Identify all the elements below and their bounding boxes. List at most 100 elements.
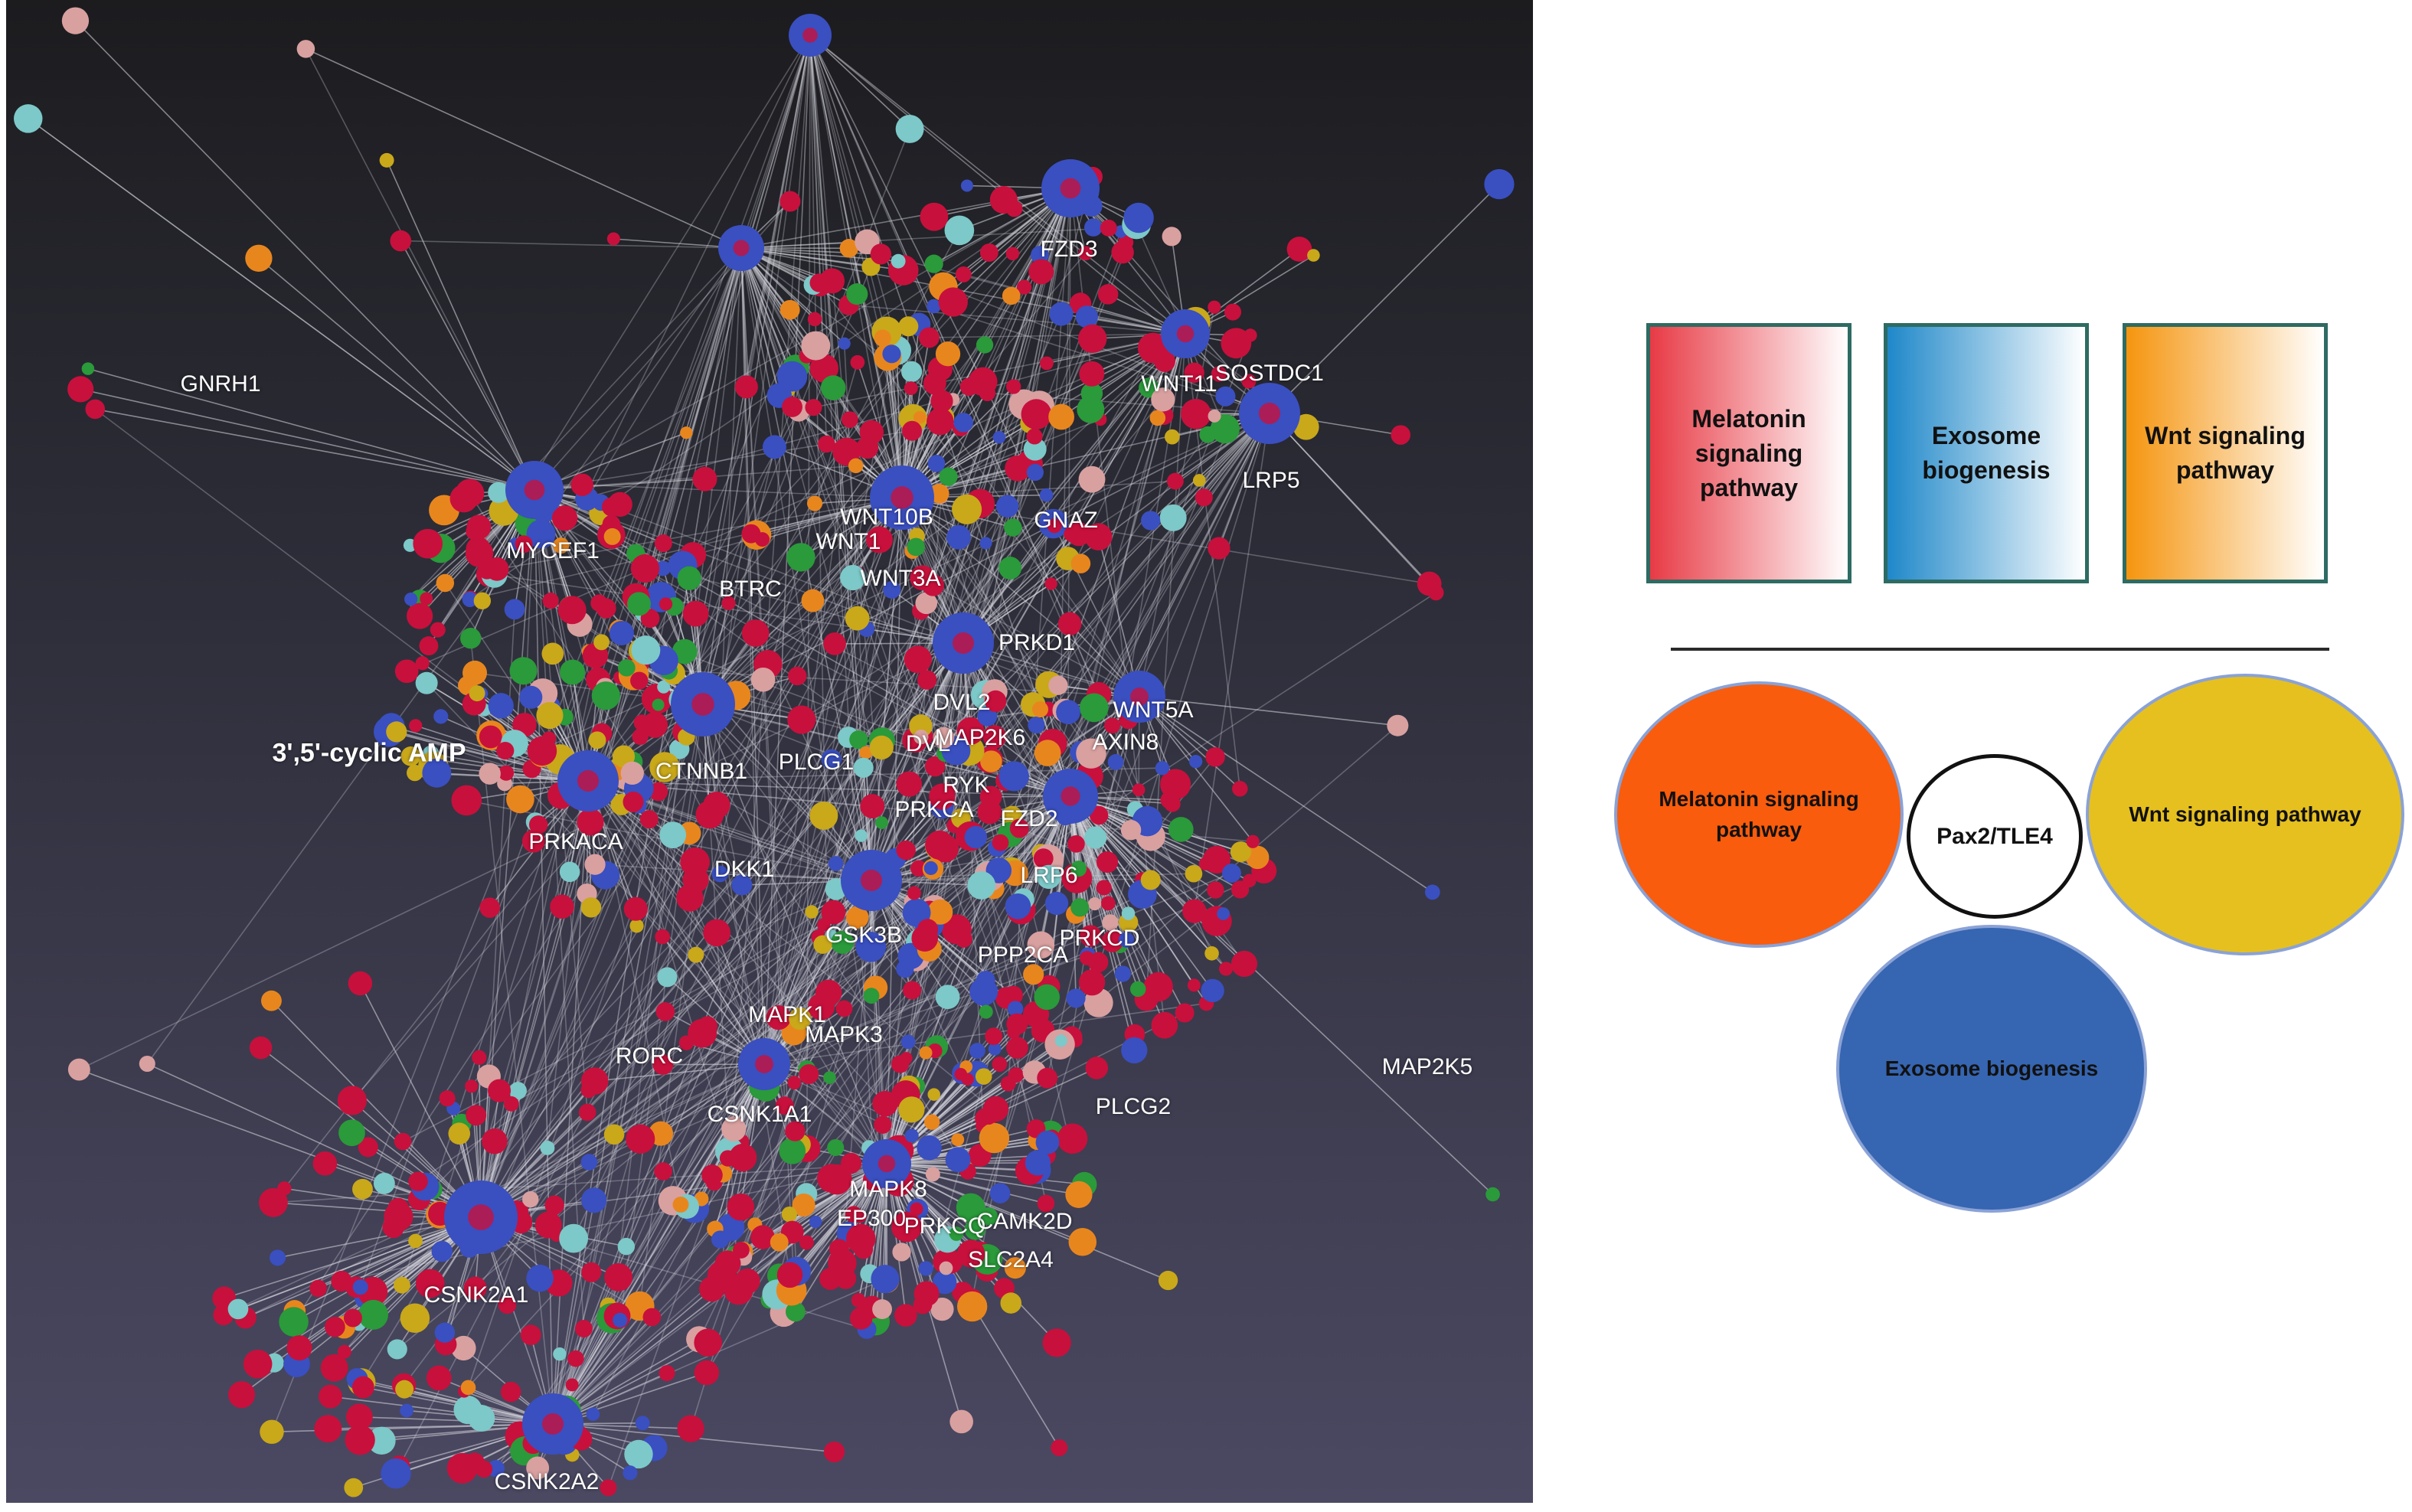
network-node xyxy=(807,312,822,327)
network-edge xyxy=(552,991,985,1425)
network-node xyxy=(1036,864,1061,890)
network-node xyxy=(779,299,800,320)
network-edge xyxy=(763,872,1232,1065)
network-node xyxy=(891,253,906,269)
network-node xyxy=(623,1465,638,1481)
network-edge xyxy=(809,34,910,129)
legend-box-wnt-label: Wnt signaling pathway xyxy=(2145,422,2306,484)
network-node xyxy=(590,594,608,612)
network-node xyxy=(351,1376,374,1399)
network-node xyxy=(460,628,482,649)
network-node xyxy=(1070,898,1090,917)
network-edge xyxy=(1139,696,1253,842)
network-node xyxy=(904,381,918,396)
network-node xyxy=(1021,399,1052,430)
network-node xyxy=(820,375,846,400)
network-edge xyxy=(859,188,1071,1216)
network-hub-core xyxy=(577,770,599,792)
network-node xyxy=(519,685,543,709)
network-node xyxy=(750,1225,775,1249)
network-node xyxy=(1054,1034,1067,1047)
network-node xyxy=(1164,429,1180,445)
network-edge xyxy=(809,34,883,823)
network-node xyxy=(1151,1011,1178,1039)
venn-circle-melatonin: Melatonin signaling pathway xyxy=(1614,681,1904,948)
network-edge xyxy=(611,506,964,644)
network-node xyxy=(580,1154,598,1171)
network-node xyxy=(835,1267,857,1289)
network-node xyxy=(551,505,578,531)
network-node xyxy=(855,829,868,842)
network-node xyxy=(584,854,606,875)
network-node xyxy=(734,375,758,399)
network-node xyxy=(522,1190,539,1208)
node-label-wnt3a: WNT3A xyxy=(860,566,941,591)
network-edge xyxy=(1070,795,1494,1195)
network-node xyxy=(455,478,485,508)
network-node xyxy=(967,871,996,900)
network-node xyxy=(1231,880,1250,899)
network-node xyxy=(979,243,998,262)
network-edge xyxy=(963,413,1270,644)
network-node xyxy=(309,1279,327,1298)
network-node xyxy=(1205,747,1225,767)
network-node xyxy=(819,268,845,294)
node-label-fzd3: FZD3 xyxy=(1040,237,1098,262)
network-node xyxy=(346,1403,373,1431)
network-node xyxy=(939,467,958,486)
network-edge xyxy=(552,1288,713,1425)
network-node xyxy=(1207,881,1224,899)
network-node xyxy=(917,1135,942,1161)
network-node xyxy=(553,1347,567,1361)
network-node xyxy=(989,186,1018,214)
network-node xyxy=(1219,962,1234,976)
network-edge xyxy=(763,271,1042,1065)
network-node xyxy=(692,466,717,491)
network-node xyxy=(463,1276,487,1300)
network-edge xyxy=(467,704,704,1388)
network-node xyxy=(1005,455,1031,482)
node-label-slc2a4: SLC2A4 xyxy=(968,1247,1054,1272)
network-edge xyxy=(874,1163,887,1321)
node-label-prkcd: PRKCD xyxy=(1059,926,1140,951)
network-node xyxy=(975,1068,992,1085)
network-node xyxy=(998,557,1022,580)
network-edge xyxy=(933,584,1140,697)
network-node xyxy=(1080,951,1094,965)
network-node xyxy=(1149,410,1166,426)
network-node xyxy=(1307,249,1320,262)
network-node xyxy=(788,666,807,686)
network-node xyxy=(913,1281,940,1307)
network-node xyxy=(415,671,438,694)
network-node xyxy=(1076,738,1106,769)
network-hub-core xyxy=(1061,786,1080,806)
network-node xyxy=(1232,780,1248,797)
network-node xyxy=(659,821,687,849)
network-edge xyxy=(662,936,765,1065)
network-node xyxy=(969,1043,985,1060)
network-node xyxy=(1047,518,1062,534)
network-node xyxy=(1241,374,1257,389)
network-node xyxy=(805,905,819,919)
network-edge xyxy=(590,34,811,1273)
network-node xyxy=(348,971,373,996)
venn-circle-pax2-tle4: Pax2/TLE4 xyxy=(1907,754,2083,919)
network-nodes xyxy=(14,7,1515,1497)
network-node xyxy=(1151,387,1175,412)
network-edge xyxy=(146,247,742,1064)
network-node xyxy=(677,1415,704,1442)
network-edge xyxy=(486,497,903,572)
network-node xyxy=(849,1307,873,1330)
network-node xyxy=(1387,714,1409,736)
network-node xyxy=(924,756,946,777)
network-node xyxy=(703,919,731,947)
network-edge xyxy=(740,247,903,1252)
network-node xyxy=(721,1116,747,1141)
network-node xyxy=(591,681,620,710)
network-node xyxy=(1118,234,1134,250)
network-node xyxy=(581,1262,602,1282)
network-node xyxy=(992,1056,1008,1072)
network-node xyxy=(817,1164,846,1193)
network-node xyxy=(770,1233,789,1252)
network-node xyxy=(982,725,1007,749)
